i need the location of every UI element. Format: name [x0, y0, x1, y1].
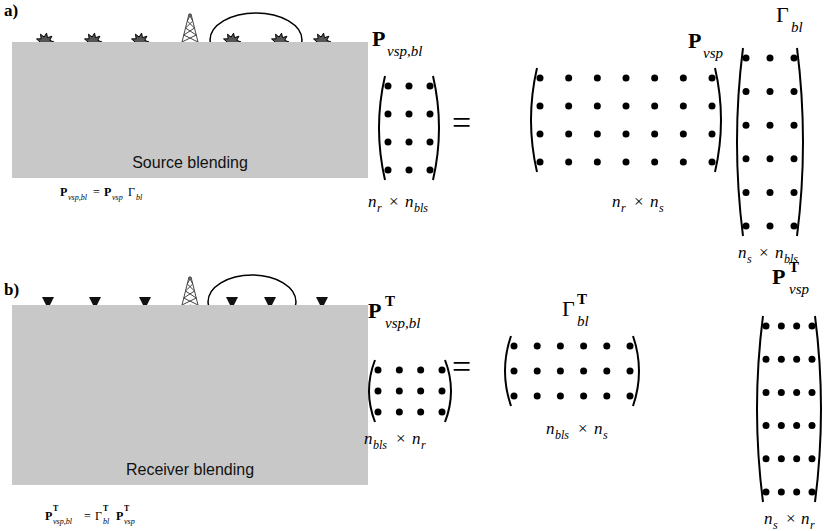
math-label: vsp — [112, 194, 123, 202]
math-label: vsp,bl — [385, 316, 420, 331]
math-label: Γ — [776, 4, 789, 26]
math-label: vsp,bl — [68, 194, 87, 202]
math-label: Γ — [562, 298, 575, 320]
math-label: Γ — [95, 510, 102, 522]
math-label: Γ — [128, 186, 135, 198]
math-label: T — [103, 505, 108, 513]
math-label: P — [60, 186, 67, 198]
math-label: vsp,bl — [53, 518, 72, 526]
math-label: P — [372, 28, 385, 50]
math-label: n — [612, 193, 621, 210]
math-label: T — [124, 505, 129, 513]
math-label: s — [603, 429, 608, 441]
earth-block: Source blending — [12, 42, 368, 178]
math-label: T — [789, 260, 799, 275]
math-label: bl — [791, 20, 803, 35]
math-label: n — [738, 244, 747, 261]
math-label: bl — [577, 314, 589, 329]
math-label: s — [659, 202, 664, 214]
math-label: n — [368, 193, 377, 210]
math-label: × — [578, 420, 588, 437]
panel-label: b) — [4, 281, 19, 298]
matrix-symbol — [379, 76, 439, 180]
math-label: T — [577, 292, 587, 307]
earth-block: Receiver blending — [12, 305, 368, 485]
math-label: r — [810, 519, 815, 531]
math-label: = — [93, 186, 100, 198]
math-label: P — [772, 266, 785, 288]
math-label: vsp — [703, 46, 723, 61]
math-label: × — [786, 510, 796, 527]
math-label: n — [764, 510, 773, 527]
math-label: bl — [103, 518, 109, 526]
math-label: P — [45, 510, 52, 522]
math-label: P — [104, 186, 111, 198]
math-label: r — [377, 202, 382, 214]
math-label: s — [747, 253, 752, 265]
math-label: × — [396, 430, 406, 447]
math-label: n — [412, 430, 421, 447]
math-label: bls — [555, 429, 569, 441]
math-label: P — [368, 300, 381, 322]
math-label: × — [634, 193, 644, 210]
matrix-symbol — [737, 48, 803, 236]
derrick-symbol — [182, 14, 198, 42]
math-label: n — [405, 193, 414, 210]
block-label: Source blending — [12, 154, 368, 172]
math-label: bls — [373, 439, 387, 451]
math-label: vsp — [124, 518, 135, 526]
math-label: T — [53, 505, 58, 513]
math-label: T — [385, 294, 395, 309]
math-label: × — [759, 244, 769, 261]
derrick-symbol — [182, 277, 198, 305]
math-label: = — [452, 106, 471, 140]
math-label: × — [389, 193, 399, 210]
math-label: bls — [414, 202, 428, 214]
math-label: vsp — [789, 282, 809, 297]
math-label: = — [452, 350, 471, 384]
math-label: s — [773, 519, 778, 531]
math-label: n — [775, 244, 784, 261]
math-label: r — [421, 439, 426, 451]
math-label: n — [650, 193, 659, 210]
math-label: = — [84, 510, 91, 522]
math-label: n — [801, 510, 810, 527]
math-label: n — [594, 420, 603, 437]
matrix-symbol — [505, 336, 639, 406]
matrix-symbol — [369, 360, 451, 422]
math-label: n — [546, 420, 555, 437]
math-label: vsp,bl — [387, 44, 422, 59]
matrix-symbol — [531, 68, 721, 172]
math-label: n — [364, 430, 373, 447]
math-label: P — [116, 510, 123, 522]
panel-label: a) — [4, 2, 18, 19]
math-label: r — [621, 202, 626, 214]
math-label: bl — [136, 194, 142, 202]
matrix-symbol — [757, 316, 821, 502]
block-label: Receiver blending — [12, 461, 368, 479]
math-label: P — [688, 30, 701, 52]
